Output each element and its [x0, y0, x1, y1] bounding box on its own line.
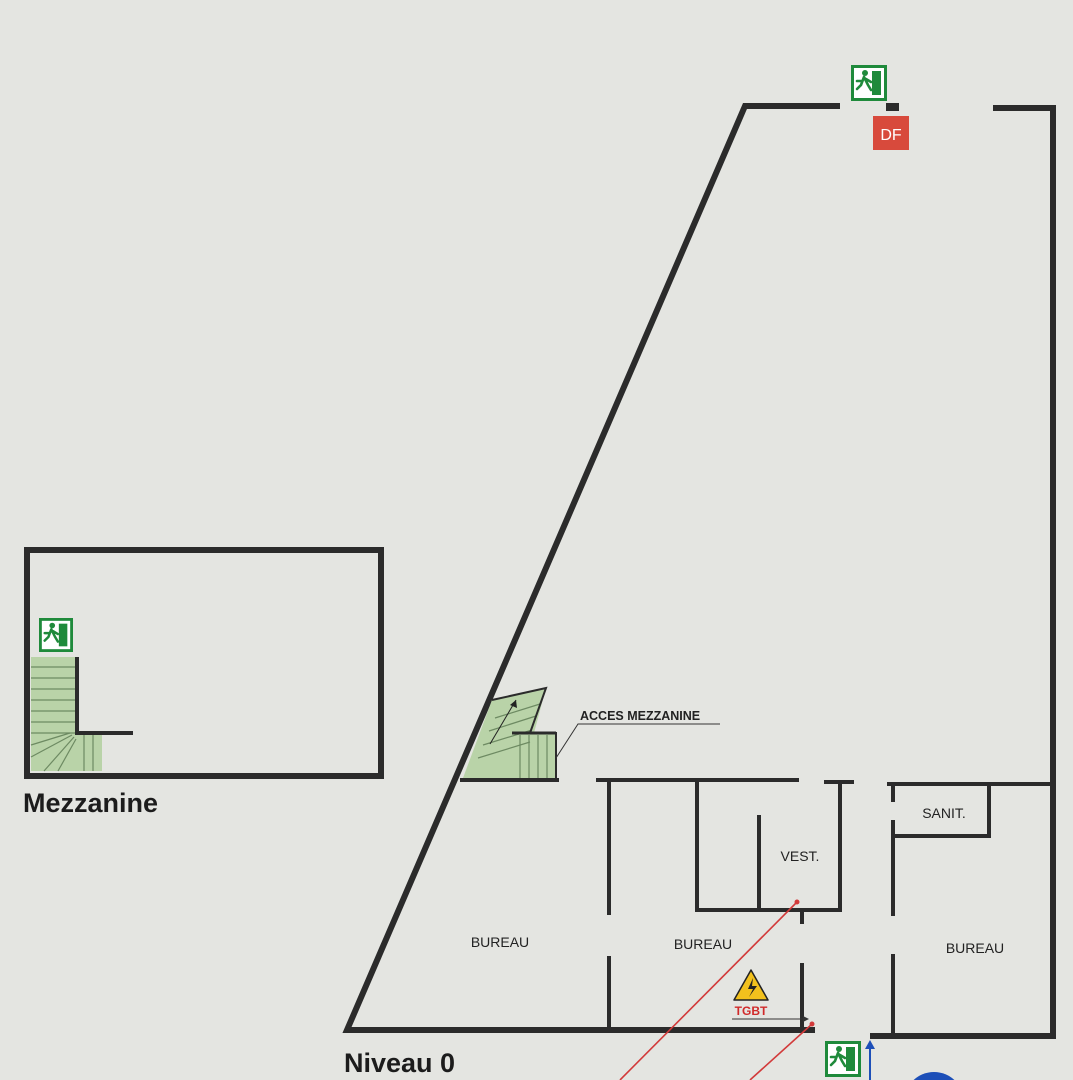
- mezzanine-plan: Mezzanine: [23, 547, 384, 818]
- tgbt-label: TGBT: [735, 1004, 768, 1018]
- mezzanine-inner-wall: [75, 657, 133, 735]
- fire-door-badge: DF: [873, 116, 909, 150]
- electrical-panel: TGBT: [732, 969, 809, 1022]
- mezzanine-title: Mezzanine: [23, 788, 158, 818]
- emergency-exit-icon: [39, 618, 73, 652]
- location-marker: [913, 1072, 955, 1080]
- interior-walls: [460, 778, 1053, 1036]
- mezzanine-access-callout: ACCES MEZZANINE: [489, 699, 720, 759]
- fire-door-label: DF: [880, 127, 902, 144]
- room-label-bureau-right: BUREAU: [946, 940, 1004, 956]
- ground-floor-plan: DF ACCES MEZZANINE: [342, 65, 1056, 1080]
- room-labels: BUREAU BUREAU BUREAU VEST. SANIT.: [471, 805, 1004, 956]
- evacuation-route: [619, 901, 813, 1080]
- emergency-exit-icon: [825, 1041, 861, 1077]
- electrical-hazard-icon: [733, 969, 769, 1001]
- exit-direction-arrow: [865, 1040, 875, 1080]
- room-label-bureau-left: BUREAU: [471, 934, 529, 950]
- door-frame: [886, 103, 899, 111]
- staircase-icon: [463, 686, 557, 778]
- room-label-vestiaire: VEST.: [781, 848, 820, 864]
- mezzanine-outline: [24, 547, 384, 779]
- room-label-bureau-center: BUREAU: [674, 936, 732, 952]
- emergency-exit-icon: [851, 65, 887, 101]
- room-label-sanitaires: SANIT.: [922, 805, 966, 821]
- mezzanine-access-label: ACCES MEZZANINE: [580, 709, 700, 723]
- ground-floor-title: Niveau 0: [344, 1048, 455, 1078]
- staircase-icon: [30, 657, 102, 772]
- exterior-walls: [342, 103, 1056, 1039]
